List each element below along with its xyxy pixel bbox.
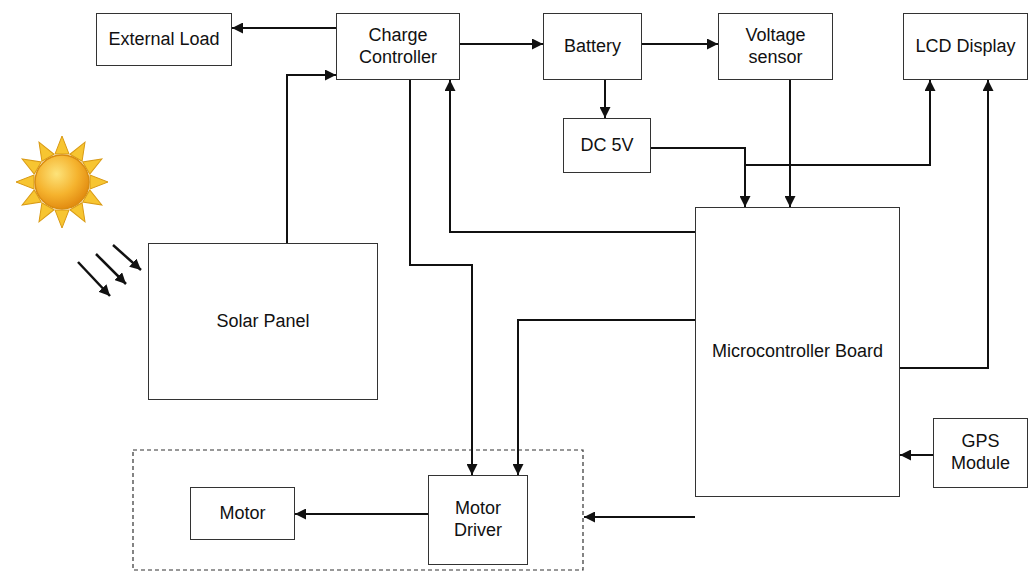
block-label: GPS Module — [940, 431, 1021, 474]
signal-arrow — [642, 43, 718, 45]
block-box: GPS Module — [933, 418, 1028, 488]
signal-arrow — [604, 80, 606, 118]
control-arrow — [584, 516, 695, 518]
block-box: LCD Display — [903, 13, 1028, 80]
block-box: DC 5V — [563, 118, 651, 173]
signal-arrow — [232, 27, 336, 29]
light-ray — [78, 245, 141, 296]
block-label: LCD Display — [915, 36, 1015, 58]
block-label: External Load — [108, 29, 219, 51]
block-label: Voltage sensor — [725, 25, 826, 68]
block-box: Motor Driver — [428, 475, 528, 565]
block-box: Voltage sensor — [718, 13, 833, 80]
signal-arrow — [460, 43, 543, 45]
block-box: Battery — [543, 13, 642, 80]
signal-arrow — [900, 454, 933, 456]
block-box: External Load — [96, 13, 232, 66]
signal-arrow — [287, 75, 336, 243]
block-label: Solar Panel — [216, 311, 309, 333]
drive-group — [133, 450, 583, 570]
signal-arrow — [410, 80, 472, 475]
signal-arrow — [295, 513, 428, 515]
block-box: Microcontroller Board — [695, 207, 900, 497]
signal-arrow — [450, 80, 695, 232]
sun-icon — [16, 136, 108, 228]
block-box: Solar Panel — [148, 243, 378, 400]
block-label: Microcontroller Board — [712, 341, 883, 363]
signal-arrow — [651, 148, 745, 207]
signal-arrow — [518, 320, 695, 475]
block-label: Battery — [564, 36, 621, 58]
signal-arrow — [789, 80, 791, 207]
block-label: Charge Controller — [343, 25, 453, 68]
block-label: Motor — [219, 503, 265, 525]
block-box: Charge Controller — [336, 13, 460, 80]
block-label: DC 5V — [580, 135, 633, 157]
block-label: Motor Driver — [435, 498, 521, 541]
block-box: Motor — [190, 487, 295, 540]
signal-arrow — [900, 80, 988, 368]
